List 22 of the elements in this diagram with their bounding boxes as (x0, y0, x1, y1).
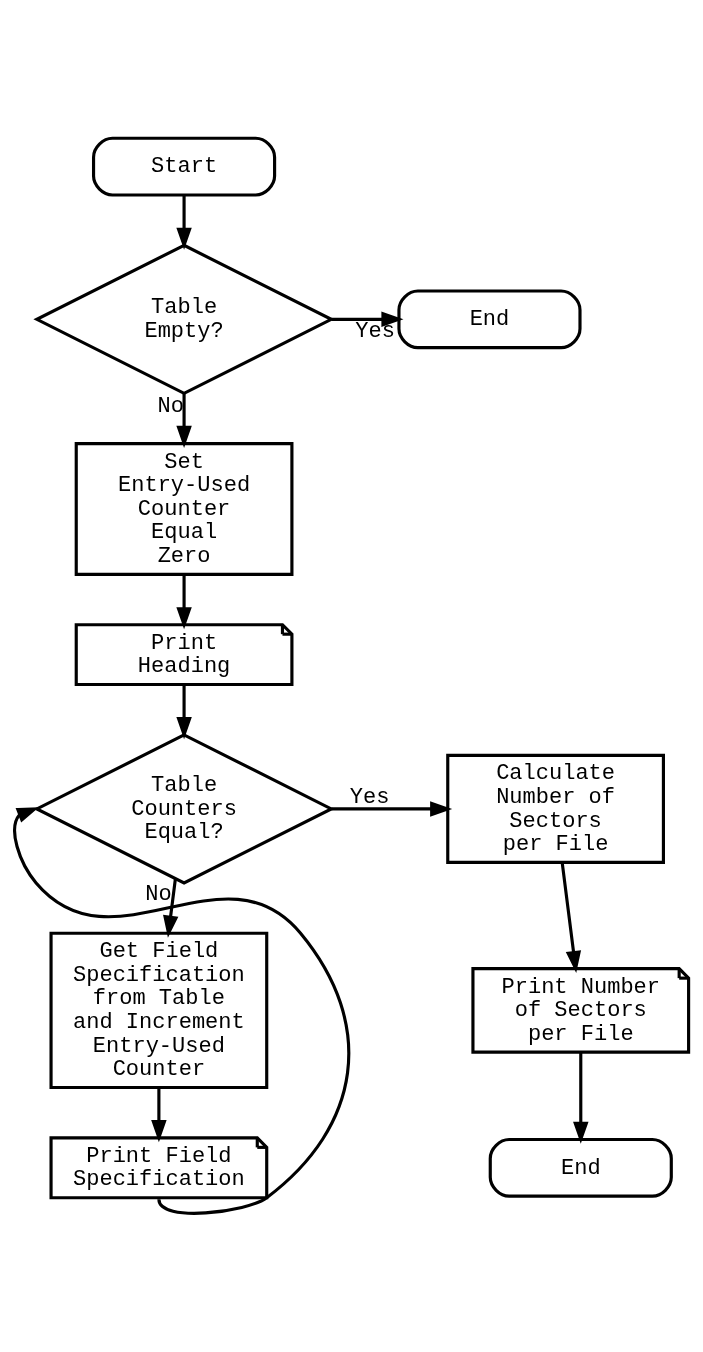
arrow (560, 862, 582, 974)
edge-label: Yes (349, 784, 390, 810)
node-box: Calculate Number of Sectors per File (446, 753, 665, 864)
node-box: End (397, 289, 582, 350)
edge-label: No (145, 882, 172, 908)
arrow (176, 684, 192, 740)
arrow (573, 1052, 589, 1144)
arrow (13, 807, 351, 1215)
edge-label: Yes (355, 318, 395, 344)
node-diamond: Table Counters Equal? (33, 733, 335, 885)
node-box: End (488, 1137, 673, 1198)
node-box: Get Field Specification from Table and Increment Entry-Used Counter (49, 931, 269, 1090)
edge-label: No (157, 394, 184, 420)
arrow (176, 393, 192, 448)
arrow (331, 801, 453, 817)
node-box: Set Entry-Used Counter Equal Zero (74, 442, 294, 576)
arrow (176, 195, 192, 250)
arrow (176, 574, 192, 630)
arrow (163, 878, 179, 938)
arrow (331, 311, 404, 328)
node-box: Start (92, 136, 277, 197)
arrow (151, 1087, 167, 1143)
